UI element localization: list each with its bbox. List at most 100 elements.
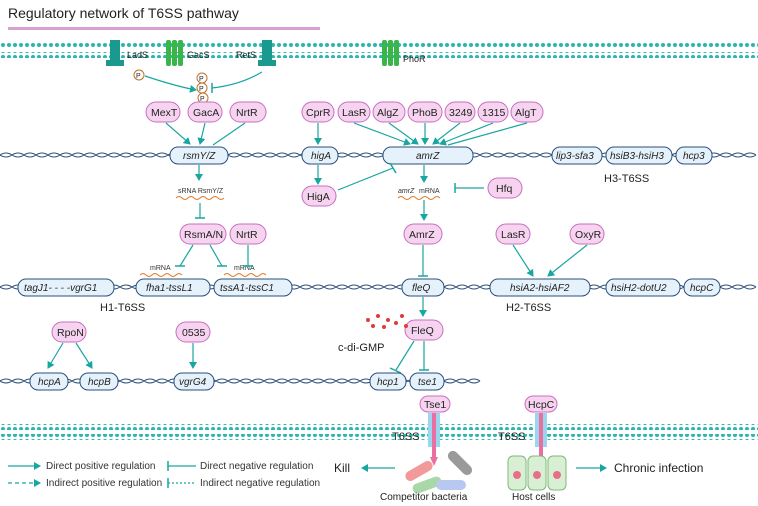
- svg-text:GacS: GacS: [187, 50, 210, 60]
- phosphate-label: P: [136, 73, 141, 80]
- regulation-arrows: [165, 122, 528, 221]
- svg-text:GacA: GacA: [193, 107, 219, 119]
- srna-label: sRNA RsmY/Z: [178, 188, 224, 195]
- protein-rpon: RpoN: [51, 321, 87, 343]
- competitor-bacteria: [405, 450, 473, 494]
- gene-lip3-sfa3: lip3-sfa3: [551, 146, 603, 165]
- svg-text:hcpC: hcpC: [690, 283, 714, 294]
- svg-text:Hfq: Hfq: [496, 183, 513, 195]
- mrna-wave-2: [223, 273, 267, 277]
- svg-text:0535: 0535: [182, 327, 206, 339]
- svg-text:CprR: CprR: [306, 107, 331, 119]
- svg-text:hcpB: hcpB: [88, 377, 111, 388]
- gene-hsib3-hsih3: hsiB3-hsiH3: [605, 146, 673, 165]
- lads-receptor: LadS: [106, 40, 148, 66]
- bottom-membrane: [0, 424, 758, 440]
- gene-hsih2-dotu2: hsiH2-dotU2: [605, 278, 681, 297]
- kill-label: Kill: [334, 461, 350, 475]
- svg-text:NrtR: NrtR: [236, 107, 258, 119]
- chronic-infection-label: Chronic infection: [614, 461, 703, 475]
- svg-text:FleQ: FleQ: [411, 325, 434, 337]
- phosphate-label: P: [200, 96, 205, 103]
- gene-tagj1-vgrg1: tagJ1- - - -vgrG1: [17, 278, 115, 297]
- dna-strand-3: [0, 378, 481, 384]
- protein-3249: 3249: [444, 101, 476, 123]
- inhibition-bar: [389, 162, 397, 174]
- svg-text:fleQ: fleQ: [412, 283, 431, 294]
- protein-mext: MexT: [145, 101, 181, 123]
- protein-lasr: LasR: [337, 101, 371, 123]
- host-cells-label: Host cells: [512, 492, 555, 503]
- gene-hcp3: hcp3: [675, 146, 713, 165]
- svg-text:tse1: tse1: [418, 377, 437, 388]
- protein-fleq: FleQ: [404, 319, 444, 341]
- svg-text:LadS: LadS: [127, 50, 148, 60]
- svg-text:OxyR: OxyR: [575, 229, 602, 241]
- inhibition-bars: [175, 265, 428, 277]
- h3-t6ss-label: H3-T6SS: [604, 173, 649, 185]
- gene-tssa1-tssc1: tssA1-tssC1: [213, 278, 293, 297]
- protein-cprr: CprR: [301, 101, 335, 123]
- svg-text:higA: higA: [311, 151, 331, 162]
- svg-text:hsiH2-dotU2: hsiH2-dotU2: [611, 283, 667, 294]
- regulation-arrows-3: [47, 340, 425, 371]
- protein-0535: 0535: [175, 321, 211, 343]
- legend-indirect-negative: Indirect negative regulation: [200, 478, 320, 489]
- host-cells: [507, 455, 567, 491]
- gene-rsmyz: rsmY/Z: [169, 146, 229, 165]
- svg-text:PhoR: PhoR: [403, 54, 426, 64]
- protein-tse1: Tse1: [419, 395, 451, 413]
- amrz-mrna-label: mRNA: [419, 188, 440, 195]
- svg-text:3249: 3249: [449, 107, 473, 119]
- amrz-mrna-gene: amrZ: [398, 188, 415, 195]
- phosphate-label: P: [199, 76, 204, 83]
- legend-direct-positive: Direct positive regulation: [46, 461, 156, 472]
- protein-oxyr: OxyR: [569, 223, 605, 245]
- gacs-receptor: GacS: [166, 40, 210, 66]
- c-di-gmp-label: c-di-GMP: [338, 342, 384, 354]
- gene-hcpa: hcpA: [29, 372, 69, 391]
- svg-text:PhoB: PhoB: [412, 107, 438, 119]
- mrna-label-1: mRNA: [150, 265, 171, 272]
- svg-text:LasR: LasR: [501, 229, 526, 241]
- protein-algt: AlgT: [510, 101, 544, 123]
- svg-text:HcpC: HcpC: [528, 399, 555, 411]
- svg-text:rsmY/Z: rsmY/Z: [183, 151, 216, 162]
- svg-text:RetS: RetS: [236, 50, 256, 60]
- t6ss-needle-1: [428, 413, 440, 466]
- svg-text:lip3-sfa3: lip3-sfa3: [556, 151, 594, 162]
- protein-phob: PhoB: [407, 101, 443, 123]
- svg-text:hcp3: hcp3: [683, 151, 705, 162]
- svg-text:1315: 1315: [482, 107, 506, 119]
- signal-inhibition: [211, 71, 263, 89]
- gene-hcpb: hcpB: [79, 372, 119, 391]
- protein-rsman: RsmA/N: [179, 223, 227, 245]
- t6ss-label-2: T6SS: [498, 431, 526, 443]
- svg-text:NrtR: NrtR: [236, 229, 258, 241]
- gene-amrz: amrZ: [382, 146, 474, 165]
- svg-text:hsiA2-hsiAF2: hsiA2-hsiAF2: [510, 283, 570, 294]
- title-underline: [8, 27, 320, 30]
- protein-algz: AlgZ: [372, 101, 406, 123]
- srna-wave: [175, 196, 225, 200]
- gene-tse1: tse1: [409, 372, 445, 391]
- mrna-wave: [397, 196, 441, 200]
- legend: Direct positive regulation Indirect posi…: [8, 461, 320, 489]
- gene-fha1-tssl1: fha1-tssL1: [135, 278, 211, 297]
- svg-text:LasR: LasR: [342, 107, 367, 119]
- page-title: Regulatory network of T6SS pathway: [8, 5, 239, 21]
- gene-fleq: fleQ: [401, 278, 445, 297]
- protein-gaca: GacA: [187, 101, 223, 123]
- c-di-gmp-molecules: [366, 314, 408, 329]
- gene-hcp1: hcp1: [369, 372, 407, 391]
- phor-receptor: PhoR: [382, 40, 426, 66]
- signal-arrow: [144, 75, 197, 93]
- svg-text:hcp1: hcp1: [377, 377, 399, 388]
- gene-hsia2-hsiaf2: hsiA2-hsiAF2: [489, 278, 591, 297]
- top-membrane: [0, 42, 758, 58]
- svg-text:amrZ: amrZ: [416, 151, 440, 162]
- protein-hcpc: HcpC: [524, 395, 558, 413]
- svg-text:HigA: HigA: [307, 191, 330, 203]
- competitor-label: Competitor bacteria: [380, 492, 468, 503]
- mrna-label-2: mRNA: [234, 265, 255, 272]
